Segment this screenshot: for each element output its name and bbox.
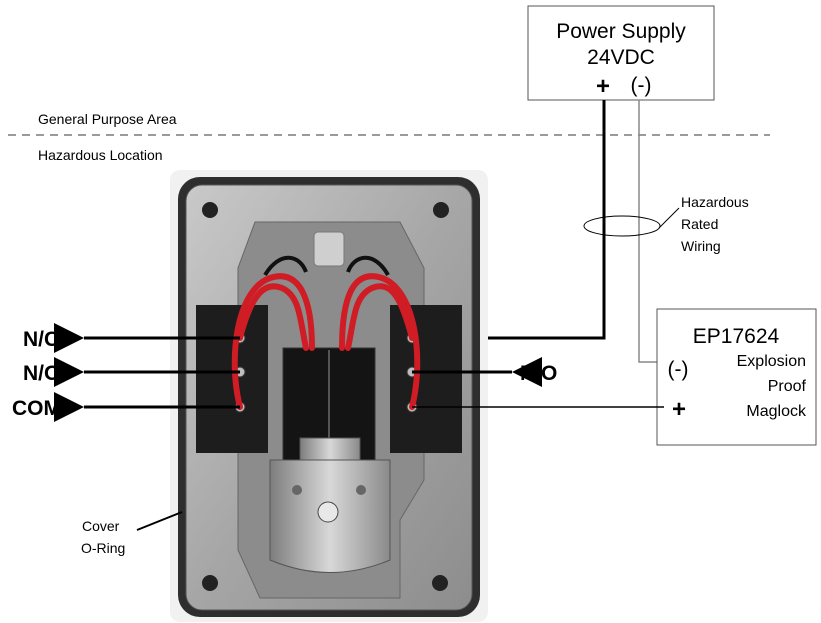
cover-note-line1: Cover <box>82 518 120 534</box>
hazardous-location-label: Hazardous Location <box>38 147 163 163</box>
power-supply-minus: (-) <box>631 74 652 97</box>
maglock-line1: Explosion <box>737 353 806 370</box>
red-jumper-wires <box>231 273 421 410</box>
maglock-minus: (-) <box>668 358 689 381</box>
wiring-note-line2: Rated <box>681 216 718 232</box>
actuator-bolt-icon <box>317 501 339 523</box>
terminal-com-label: COM <box>12 397 61 420</box>
power-supply-voltage: 24VDC <box>587 46 655 69</box>
maglock-box: EP17624 (-) Explosion Proof + Maglock <box>656 308 817 446</box>
mounting-hole-icon <box>202 202 218 218</box>
wiring-bundle-marker <box>583 215 661 237</box>
negative-wire <box>638 100 657 363</box>
oring-leader <box>136 511 183 531</box>
actuator-bolt-icon <box>292 485 302 495</box>
power-supply-box: Power Supply 24VDC + (-) <box>527 5 715 101</box>
mounting-hole-icon <box>432 575 448 591</box>
actuator-bolt-icon <box>356 485 366 495</box>
maglock-model: EP17624 <box>693 325 780 348</box>
general-area-label: General Purpose Area <box>38 111 177 127</box>
power-supply-plus: + <box>596 73 610 100</box>
maglock-plus: + <box>672 396 686 423</box>
mounting-hole-icon <box>202 575 218 591</box>
maglock-line3: Maglock <box>746 403 807 420</box>
wiring-note-leader <box>658 207 680 229</box>
power-supply-title: Power Supply <box>556 20 686 43</box>
switch-enclosure-photo <box>170 170 488 622</box>
wiring-note-line3: Wiring <box>681 238 721 254</box>
terminal-nc-label: N/C <box>23 328 59 351</box>
terminal-no-left-label: N/O <box>23 362 60 385</box>
terminal-no-right-label: N/O <box>520 362 557 385</box>
wiring-note-line1: Hazardous <box>681 194 749 210</box>
cover-note-line2: O-Ring <box>81 540 125 556</box>
maglock-line2: Proof <box>768 378 807 395</box>
mounting-hole-icon <box>433 202 449 218</box>
